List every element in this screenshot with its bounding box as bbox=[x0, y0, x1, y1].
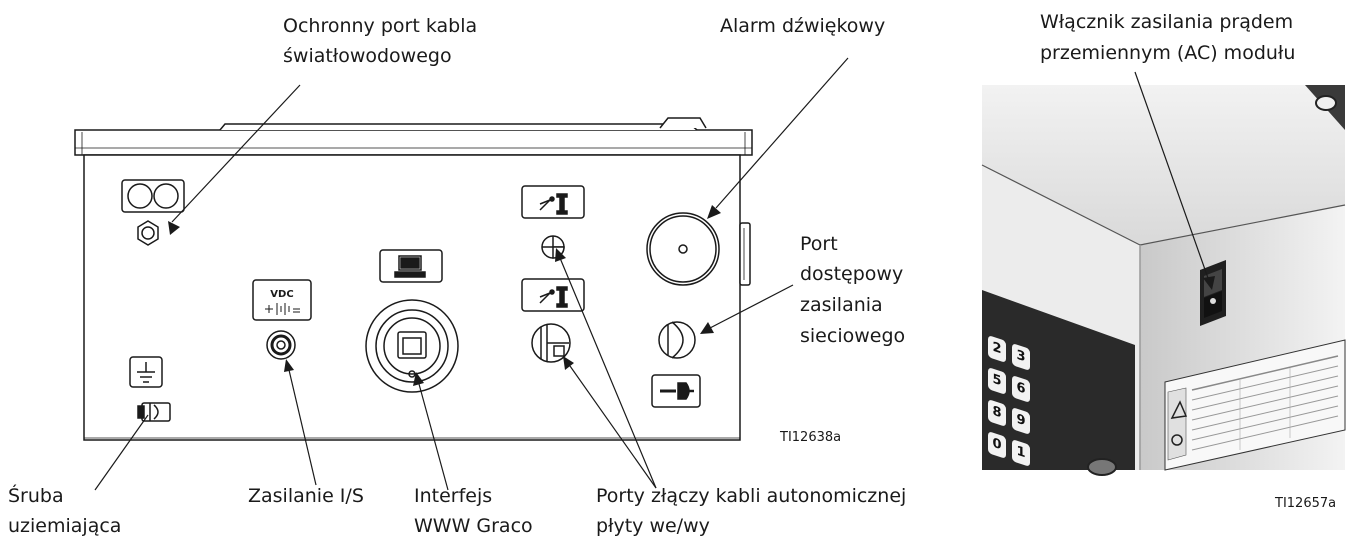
is-power-connector-icon bbox=[266, 330, 296, 360]
callout-web-interface-line1: Interfejs bbox=[414, 485, 493, 507]
figure-ref-left: TI12638a bbox=[780, 430, 842, 445]
callout-power-access-line4: sieciowego bbox=[800, 325, 906, 347]
callout-ground-screw-line1: Śruba bbox=[8, 485, 64, 507]
callout-ac-switch-line2: przemiennym (AC) modułu bbox=[1040, 42, 1296, 64]
warning-label bbox=[1164, 339, 1346, 471]
callout-power-access-line3: zasilania bbox=[800, 294, 883, 316]
callout-fiber-port-line1: Ochronny port kabla bbox=[283, 15, 478, 37]
leader-lines-left bbox=[94, 57, 849, 491]
callout-io-ports-line2: płyty we/wy bbox=[596, 515, 710, 537]
power-access-port-icon bbox=[658, 321, 696, 359]
figure-ref-right: TI12657a bbox=[1275, 496, 1337, 511]
io-port-bottom-icon bbox=[531, 323, 571, 363]
alarm-icon bbox=[646, 212, 720, 286]
io-symbol-icon-bottom bbox=[521, 278, 585, 312]
ac-power-switch[interactable] bbox=[1200, 260, 1226, 326]
box-body bbox=[83, 154, 741, 441]
callout-is-power: Zasilanie I/S bbox=[248, 485, 364, 507]
fiber-port-icon bbox=[137, 220, 159, 246]
callout-alarm: Alarm dźwiękowy bbox=[720, 15, 886, 37]
vdc-label-box bbox=[252, 279, 312, 321]
callout-io-ports-line1: Porty złączy kabli autonomicznej bbox=[596, 485, 907, 507]
plug-symbol-icon bbox=[651, 374, 701, 408]
box-lid bbox=[74, 129, 753, 156]
control-box-drawing: VDC bbox=[74, 57, 849, 491]
callout-web-interface-line2: WWW Graco bbox=[414, 515, 533, 537]
fiber-symbol-icon bbox=[121, 179, 185, 213]
ground-screw-icon bbox=[137, 402, 171, 422]
module-photo bbox=[981, 71, 1346, 476]
leader-line-switch bbox=[1134, 71, 1209, 279]
vdc-label: VDC bbox=[270, 289, 293, 300]
battery-symbol-icon bbox=[265, 303, 300, 315]
callout-ground-screw-line2: uziemiająca bbox=[8, 515, 122, 537]
io-symbol-icon-top bbox=[521, 185, 585, 219]
callout-power-access-line2: dostępowy bbox=[800, 263, 904, 285]
callout-fiber-port-line2: światłowodowego bbox=[283, 45, 452, 67]
callout-ac-switch-line1: Włącznik zasilania prądem bbox=[1040, 11, 1294, 33]
ethernet-port-icon bbox=[365, 299, 459, 393]
callout-power-access-line1: Port bbox=[800, 233, 838, 255]
